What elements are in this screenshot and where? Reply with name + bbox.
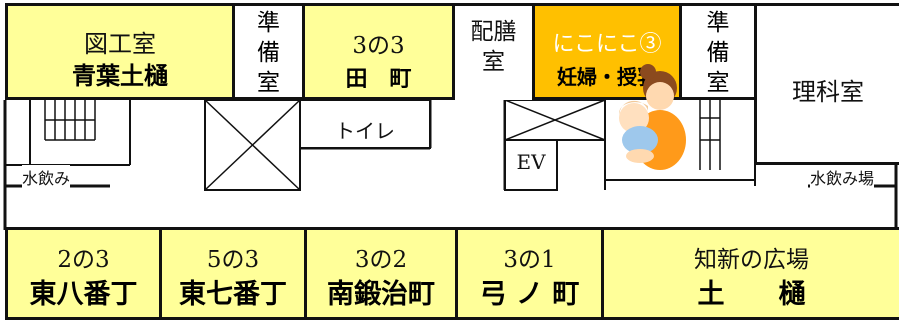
room-3-2-name: 3の2 (354, 247, 408, 273)
room-3-1-name: 3の1 (503, 247, 556, 273)
prep-room-2-char-3: 室 (706, 70, 730, 96)
room-2-3-name: 2の3 (57, 247, 110, 273)
prep-room-2-char-1: 準 (706, 10, 730, 36)
ev-label: EV (516, 150, 546, 174)
water-fountain-left: 水飲み (22, 165, 71, 189)
water-fountain-right: 水飲み場 (810, 165, 875, 189)
nikoniko-room: にこにこ③ 妊婦・授乳 (532, 3, 682, 100)
plaza-class: 土 樋 (697, 279, 806, 310)
shaft-ev (504, 99, 606, 191)
art-room: 図工室 青葉土樋 (5, 3, 235, 100)
nikoniko-sub: 妊婦・授乳 (557, 65, 657, 89)
room-3-3: 3の3 田 町 (302, 3, 455, 100)
room-3-1-class: 弓 ノ 町 (479, 279, 580, 310)
plaza-name: 知新の広場 (694, 247, 809, 273)
stairs-left (5, 100, 131, 166)
prep-room-1-char-2: 備 (257, 40, 280, 66)
stairs-right (605, 100, 756, 186)
prep-room-1: 準 備 室 (232, 3, 305, 100)
toilet-label: トイレ (335, 119, 395, 143)
art-room-class: 青葉土樋 (72, 62, 168, 90)
science-room-name: 理科室 (792, 78, 864, 106)
room-5-3-class: 東七番丁 (179, 279, 287, 310)
room-3-3-class: 田 町 (345, 67, 412, 92)
room-3-2-class: 南鍛治町 (327, 279, 435, 310)
chishin-plaza: 知新の広場 土 樋 (601, 227, 899, 320)
room-3-3-name: 3の3 (352, 33, 405, 59)
room-5-3-name: 5の3 (206, 247, 260, 273)
prep-room-2-char-2: 備 (706, 40, 730, 66)
nikoniko-name: にこにこ③ (552, 32, 662, 57)
room-2-3-class: 東八番丁 (29, 279, 138, 310)
science-room: 理科室 (754, 3, 899, 165)
prep-room-1-char-3: 室 (257, 70, 280, 96)
prep-room-2: 準 備 室 (679, 3, 757, 100)
toilet-room (299, 99, 431, 149)
catering-line-1: 配膳 (470, 19, 517, 45)
room-3-1: 3の1 弓 ノ 町 (455, 227, 604, 320)
room-2-3: 2の3 東八番丁 (5, 227, 162, 320)
catering-line-2: 室 (482, 49, 505, 75)
catering-room: 配膳 室 (452, 3, 535, 100)
prep-room-1-char-1: 準 (257, 10, 280, 36)
art-room-name: 図工室 (84, 30, 156, 58)
room-5-3: 5の3 東七番丁 (159, 227, 307, 320)
shaft-left (204, 99, 301, 191)
room-3-2: 3の2 南鍛治町 (304, 227, 458, 320)
